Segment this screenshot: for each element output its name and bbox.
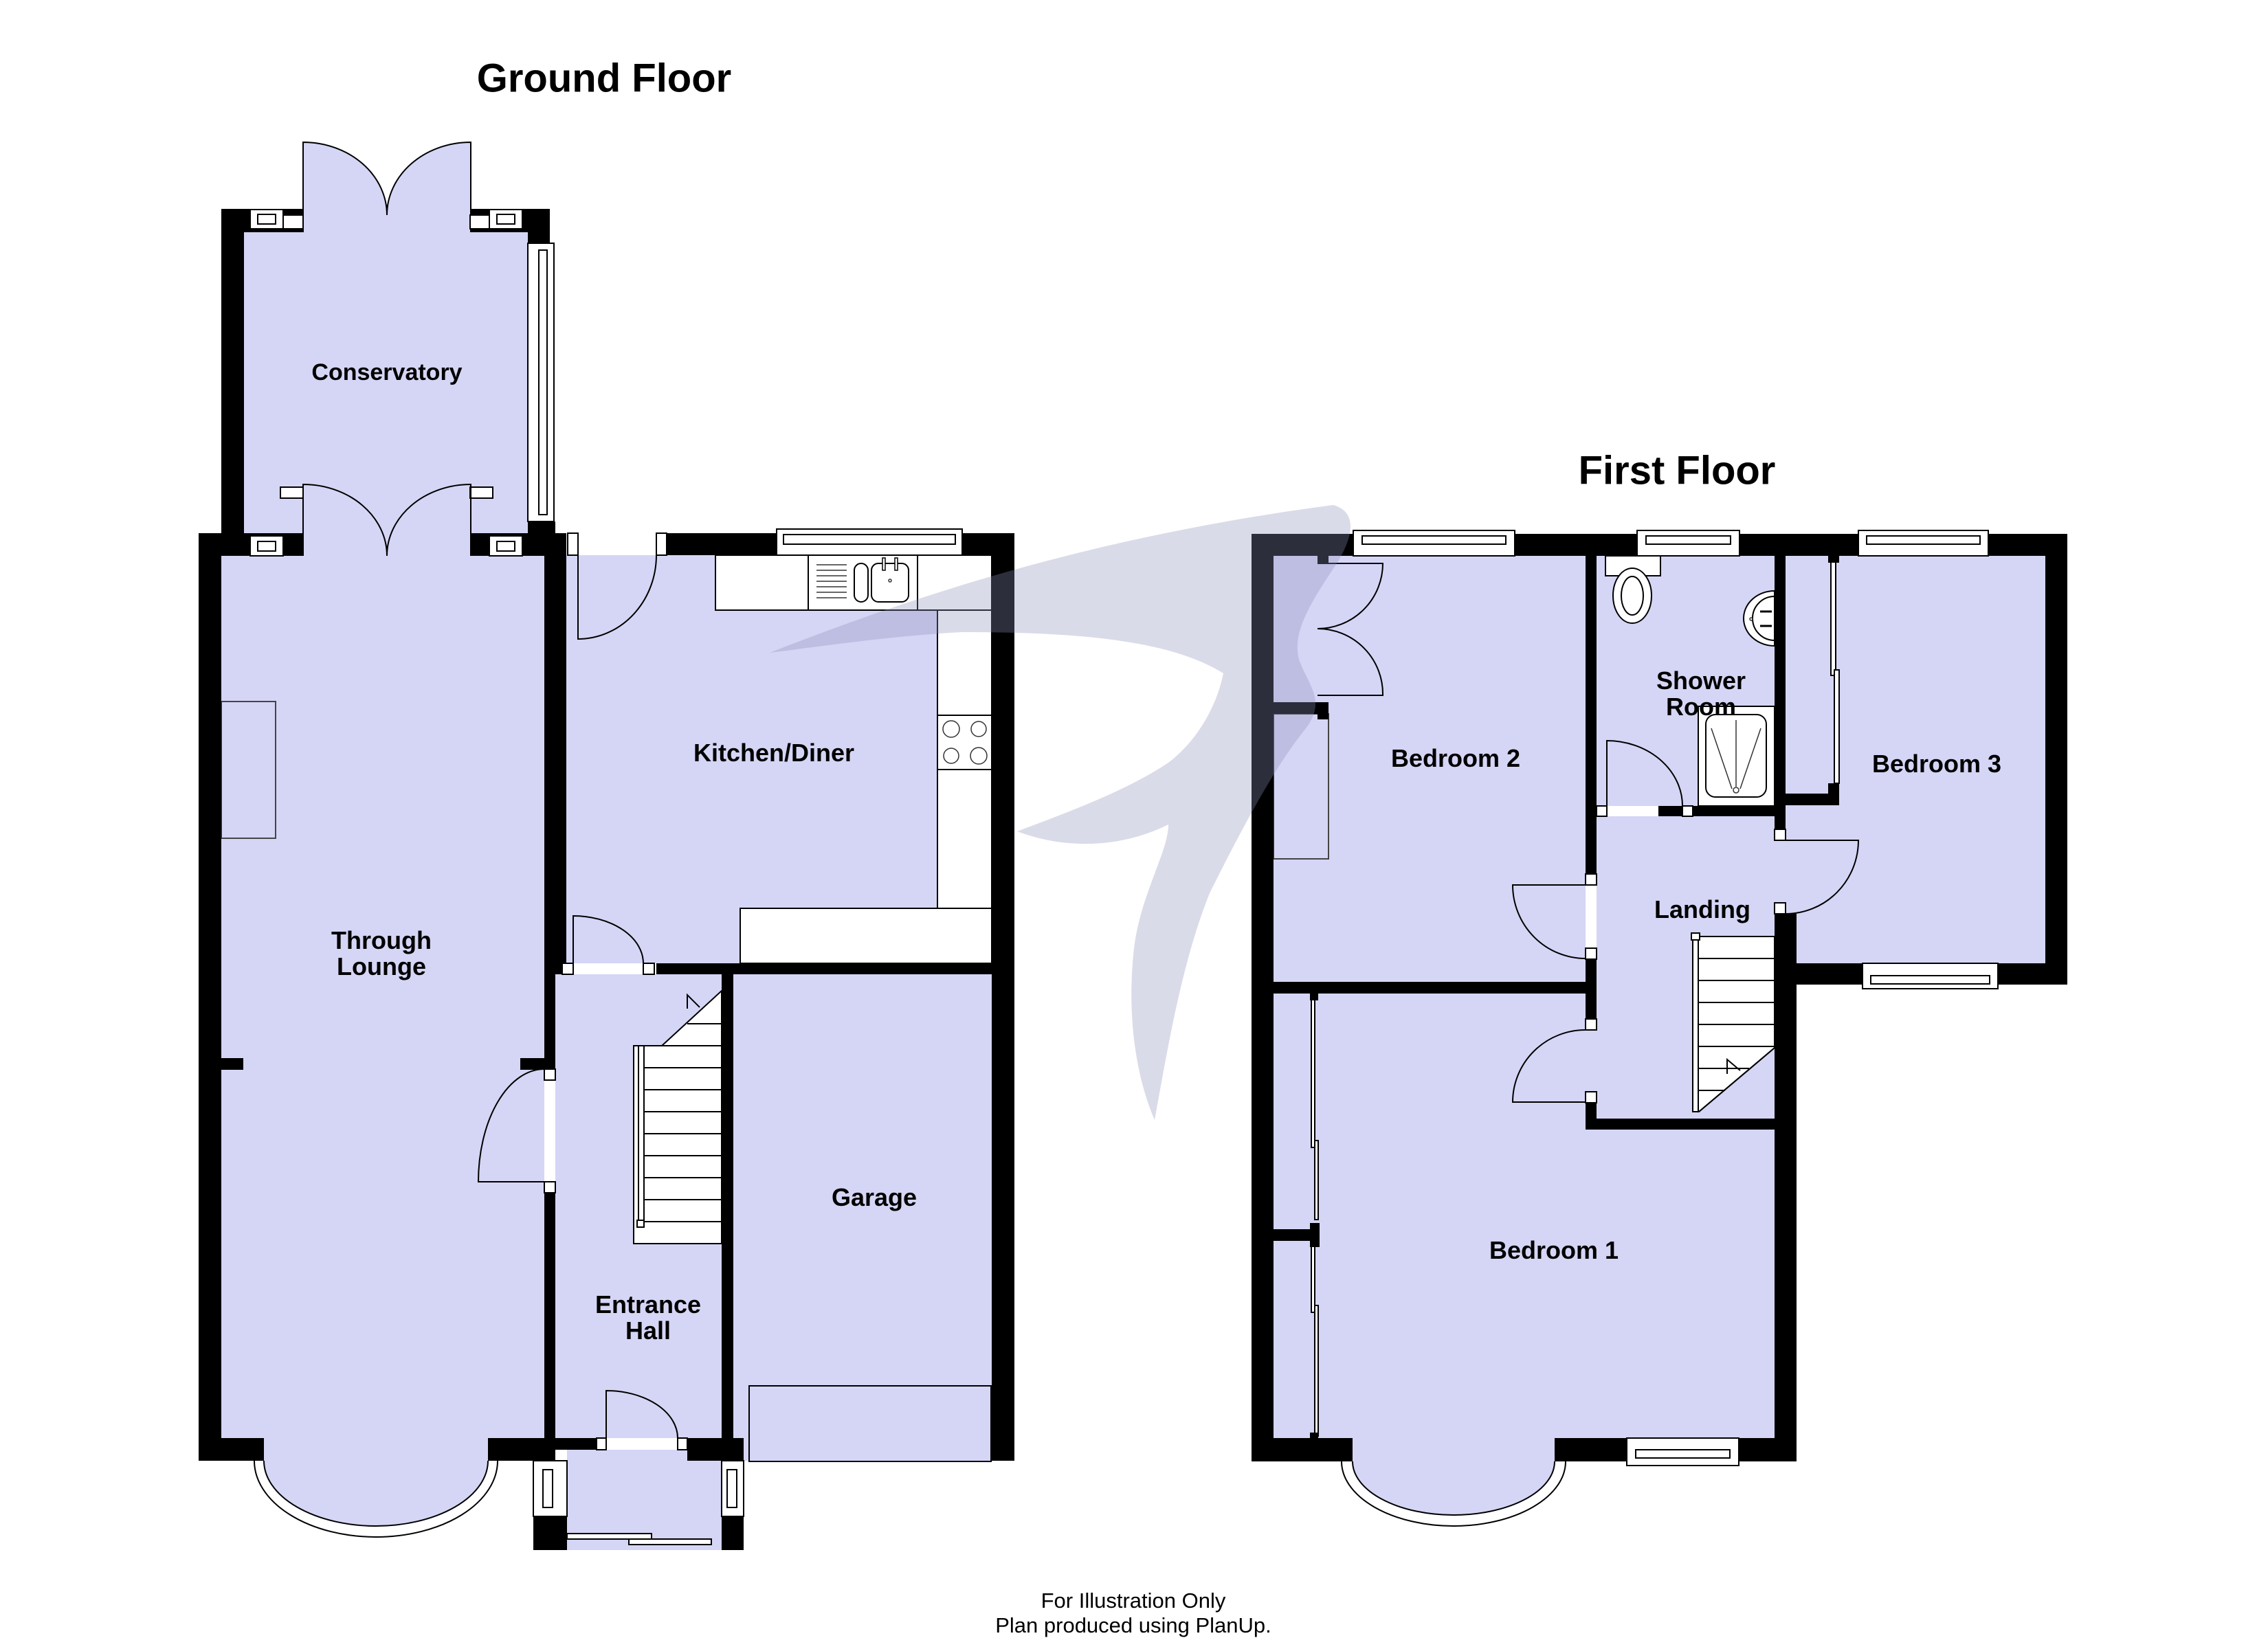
room-label-shower-room-line2: Room [1666,693,1736,721]
room-label-through-lounge: Through Lounge [331,928,432,980]
room-label-bedroom-1: Bedroom 1 [1489,1236,1619,1265]
bedroom-1-bay-fill [1353,1438,1555,1515]
room-label-entrance-hall: Entrance Hall [595,1292,701,1344]
room-label-conservatory: Conservatory [311,359,463,386]
through-lounge-floor [221,556,544,1438]
ground-door-swings [302,141,678,1439]
first-door-swings [1511,739,1860,1103]
hall-staircase [633,989,722,1244]
lounge-french-doors-fill [303,484,471,556]
first-floor-title: First Floor [1578,448,1776,493]
lounge-bay-window [254,1460,498,1538]
first-door-jambs [1585,805,1786,1103]
room-label-garage: Garage [831,1183,918,1212]
bedroom-3-sliding-door [1830,561,1836,676]
bedroom-1-bay-window [1352,1461,1555,1516]
garage-floor [733,974,992,1461]
lounge-bay-fill [264,1438,488,1526]
bedroom-2-wardrobe-doors [1317,563,1384,696]
shower-tray-icon [1698,706,1775,807]
garage-door [748,1385,992,1462]
room-label-kitchen-diner: Kitchen/Diner [693,739,855,767]
footer-disclaimer: For Illustration Only Plan produced usin… [995,1589,1271,1638]
kitchen-sink-icon [808,554,918,611]
first-windows [1353,530,1999,1466]
footer-line-planup: Plan produced using PlanUp. [995,1613,1271,1637]
kitchen-open-area [741,611,937,908]
footer-line-illustration: For Illustration Only [1041,1589,1226,1613]
kitchen-worktop-bottom [740,908,992,964]
room-label-entrance-hall-line2: Hall [625,1316,671,1345]
room-label-through-lounge-line2: Lounge [337,952,426,980]
room-label-shower-room-line1: Shower [1656,666,1746,695]
toilet-icon [1605,555,1661,624]
room-label-bedroom-2: Bedroom 2 [1390,744,1521,773]
bedroom-1-floor [1274,994,1775,1438]
room-label-entrance-hall-line1: Entrance [594,1290,702,1319]
room-label-through-lounge-line1: Through [331,926,432,955]
bedroom-1-sliding-door [1311,996,1315,1148]
watermark-swallow-logo [770,505,1350,1120]
room-label-landing: Landing [1654,895,1750,924]
first-floor-plan [1252,530,2067,1527]
bedroom-2-wardrobe [1273,713,1329,860]
room-label-bedroom-3: Bedroom 3 [1871,750,2002,778]
ground-windows [249,209,963,1545]
landing-staircase [1691,932,1775,1112]
kitchen-hob-icon [937,715,992,770]
room-label-shower-room: Shower Room [1656,668,1746,720]
bedroom-3-floor [1786,556,2045,963]
ground-floor-title: Ground Floor [476,56,732,101]
ground-floor-plan [199,141,1014,1550]
basin-icon [1743,590,1775,647]
conservatory-french-doors-fill [303,142,471,215]
chimney-breast [221,701,276,839]
